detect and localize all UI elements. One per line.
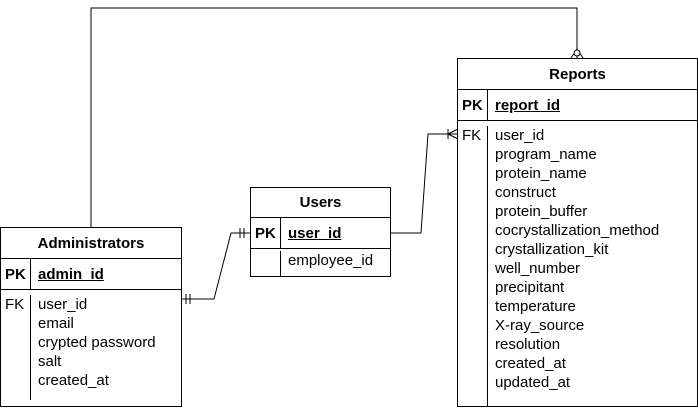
user-id-field: user_id	[288, 225, 342, 242]
administrators-table[interactable]: Administrators PK admin_id FK user_id em…	[0, 227, 182, 407]
administrators-field-list: user_id email crypted password salt crea…	[31, 295, 181, 400]
reports-field-list: user_id program_name protein_name constr…	[488, 126, 697, 406]
field-name: protein_name	[495, 165, 587, 182]
users-title: Users	[251, 188, 390, 218]
pk-label: PK	[458, 90, 488, 120]
fk-label: FK	[1, 295, 31, 400]
field-name: created_at	[38, 372, 109, 389]
administrators-fields-row: FK user_id email crypted password salt c…	[1, 290, 181, 400]
field-name: precipitant	[495, 279, 565, 296]
administrators-pk-row: PK admin_id	[1, 259, 181, 290]
administrators-title: Administrators	[1, 228, 181, 259]
field-name: X-ray_source	[495, 317, 585, 334]
field-name: user_id	[495, 127, 545, 144]
users-field-list: employee_id	[281, 251, 390, 276]
reports-title: Reports	[458, 59, 697, 90]
field-name: employee_id	[288, 252, 374, 269]
one-and-only-one-marker-users	[239, 228, 245, 238]
one-and-only-one-marker-admin	[185, 294, 191, 304]
users-pk-row: PK user_id	[251, 218, 390, 249]
field-name: updated_at	[495, 374, 571, 391]
reports-table[interactable]: Reports PK report_id FK user_id program_…	[457, 58, 698, 407]
field-name: program_name	[495, 146, 597, 163]
report-id-field: report_id	[495, 97, 561, 114]
field-name: salt	[38, 353, 62, 370]
fk-label: FK	[458, 126, 488, 406]
field-name: crystallization_kit	[495, 241, 609, 258]
field-name: email	[38, 315, 74, 332]
field-name: protein_buffer	[495, 203, 588, 220]
users-table[interactable]: Users PK user_id employee_id	[250, 187, 391, 277]
pk-label: PK	[251, 218, 281, 248]
admin-to-users-connector	[181, 232, 250, 300]
reports-fields-row: FK user_id program_name protein_name con…	[458, 121, 697, 406]
field-name: construct	[495, 184, 556, 201]
admin-id-field: admin_id	[38, 266, 104, 283]
empty-key-cell	[251, 251, 281, 276]
field-name: well_number	[495, 260, 581, 277]
field-name: temperature	[495, 298, 576, 315]
field-name: cocrystallization_method	[495, 222, 660, 239]
one-or-many-marker-reports	[447, 128, 459, 140]
field-name: resolution	[495, 336, 561, 353]
admin-to-reports-connector	[90, 7, 578, 227]
field-name: crypted password	[38, 334, 156, 351]
field-name: user_id	[38, 296, 88, 313]
field-name: created_at	[495, 355, 566, 372]
users-to-reports-connector	[390, 133, 458, 234]
users-fields-row: employee_id	[251, 249, 390, 276]
pk-label: PK	[1, 259, 31, 289]
zero-or-many-marker-reports	[570, 48, 584, 59]
reports-pk-row: PK report_id	[458, 90, 697, 121]
